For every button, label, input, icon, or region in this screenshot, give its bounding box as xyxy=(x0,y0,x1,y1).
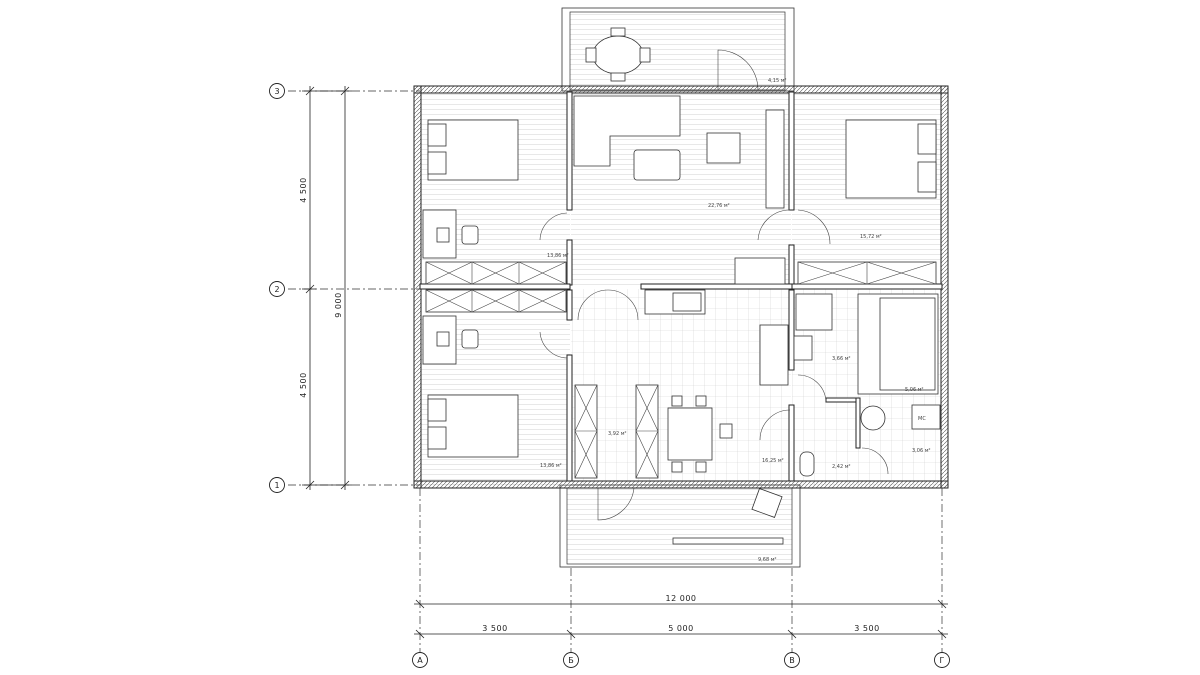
dim-vertical-top: 4 500 xyxy=(299,177,308,202)
dim-horizontal-total: 12 000 xyxy=(666,594,697,603)
room-area-utility: 3,06 м² xyxy=(912,448,931,454)
room-area-bedroom-right: 15,72 м² xyxy=(860,234,882,240)
horizontal-dimensions: 12 000 3 500 5 000 3 500 xyxy=(414,594,948,639)
room-area-bedroom-top-left: 13,86 м² xyxy=(547,253,569,259)
room-area-bath: 3,66 м² xyxy=(832,356,851,362)
room-area-hall: 3,92 м² xyxy=(608,431,627,437)
room-area-living: 22,76 м² xyxy=(708,203,730,209)
axis-label-b: Б xyxy=(568,656,574,665)
label-mc: МС xyxy=(918,416,926,422)
axis-bubble-a: А xyxy=(412,652,428,668)
vertical-dimensions: 4 500 9 000 4 500 xyxy=(299,86,352,490)
room-area-porch-top: 4,15 м² xyxy=(768,78,787,84)
axis-label-v: В xyxy=(789,656,795,665)
bedroom-right: 15,72 м² xyxy=(797,119,937,245)
dim-horizontal-v-g: 3 500 xyxy=(854,624,879,633)
dim-horizontal-b-v: 5 000 xyxy=(668,624,693,633)
bedroom-top-left: 13,86 м² xyxy=(422,119,569,259)
room-area-bedroom-bottom-left: 13,86 м² xyxy=(540,463,562,469)
kitchen-corridor: 3,92 м² 16,25 м² xyxy=(608,289,791,473)
room-area-wc: 2,42 м² xyxy=(832,464,851,470)
porch-top: 4,15 м² xyxy=(561,7,795,92)
axis-bubble-2: 2 xyxy=(269,281,285,297)
wet-rooms: 3,66 м² 5,06 м² 2,42 м² 3,06 м² МС xyxy=(793,293,941,477)
axis-bubble-b: Б xyxy=(563,652,579,668)
axis-label-g: Г xyxy=(940,656,945,665)
terrace-bottom: 9,68 м² xyxy=(559,484,801,568)
axis-bubble-g: Г xyxy=(934,652,950,668)
axis-bubble-3: 3 xyxy=(269,83,285,99)
living-room: 22,76 м² xyxy=(573,95,791,321)
wardrobes xyxy=(425,261,937,479)
axis-bubble-v: В xyxy=(784,652,800,668)
axis-label-2: 2 xyxy=(274,285,279,294)
walls xyxy=(413,85,949,489)
bedroom-bottom-left: 13,86 м² xyxy=(422,315,568,469)
axis-label-a: А xyxy=(417,656,423,665)
axis-bubble-1: 1 xyxy=(269,477,285,493)
axis-label-1: 1 xyxy=(274,481,279,490)
room-area-terrace-bottom: 9,68 м² xyxy=(758,557,777,563)
room-area-corridor: 16,25 м² xyxy=(762,458,784,464)
axis-label-3: 3 xyxy=(274,87,279,96)
room-area-sauna: 5,06 м² xyxy=(905,387,924,393)
dim-vertical-bottom: 4 500 xyxy=(299,372,308,397)
dim-horizontal-a-b: 3 500 xyxy=(482,624,507,633)
dim-vertical-total: 9 000 xyxy=(334,292,343,317)
